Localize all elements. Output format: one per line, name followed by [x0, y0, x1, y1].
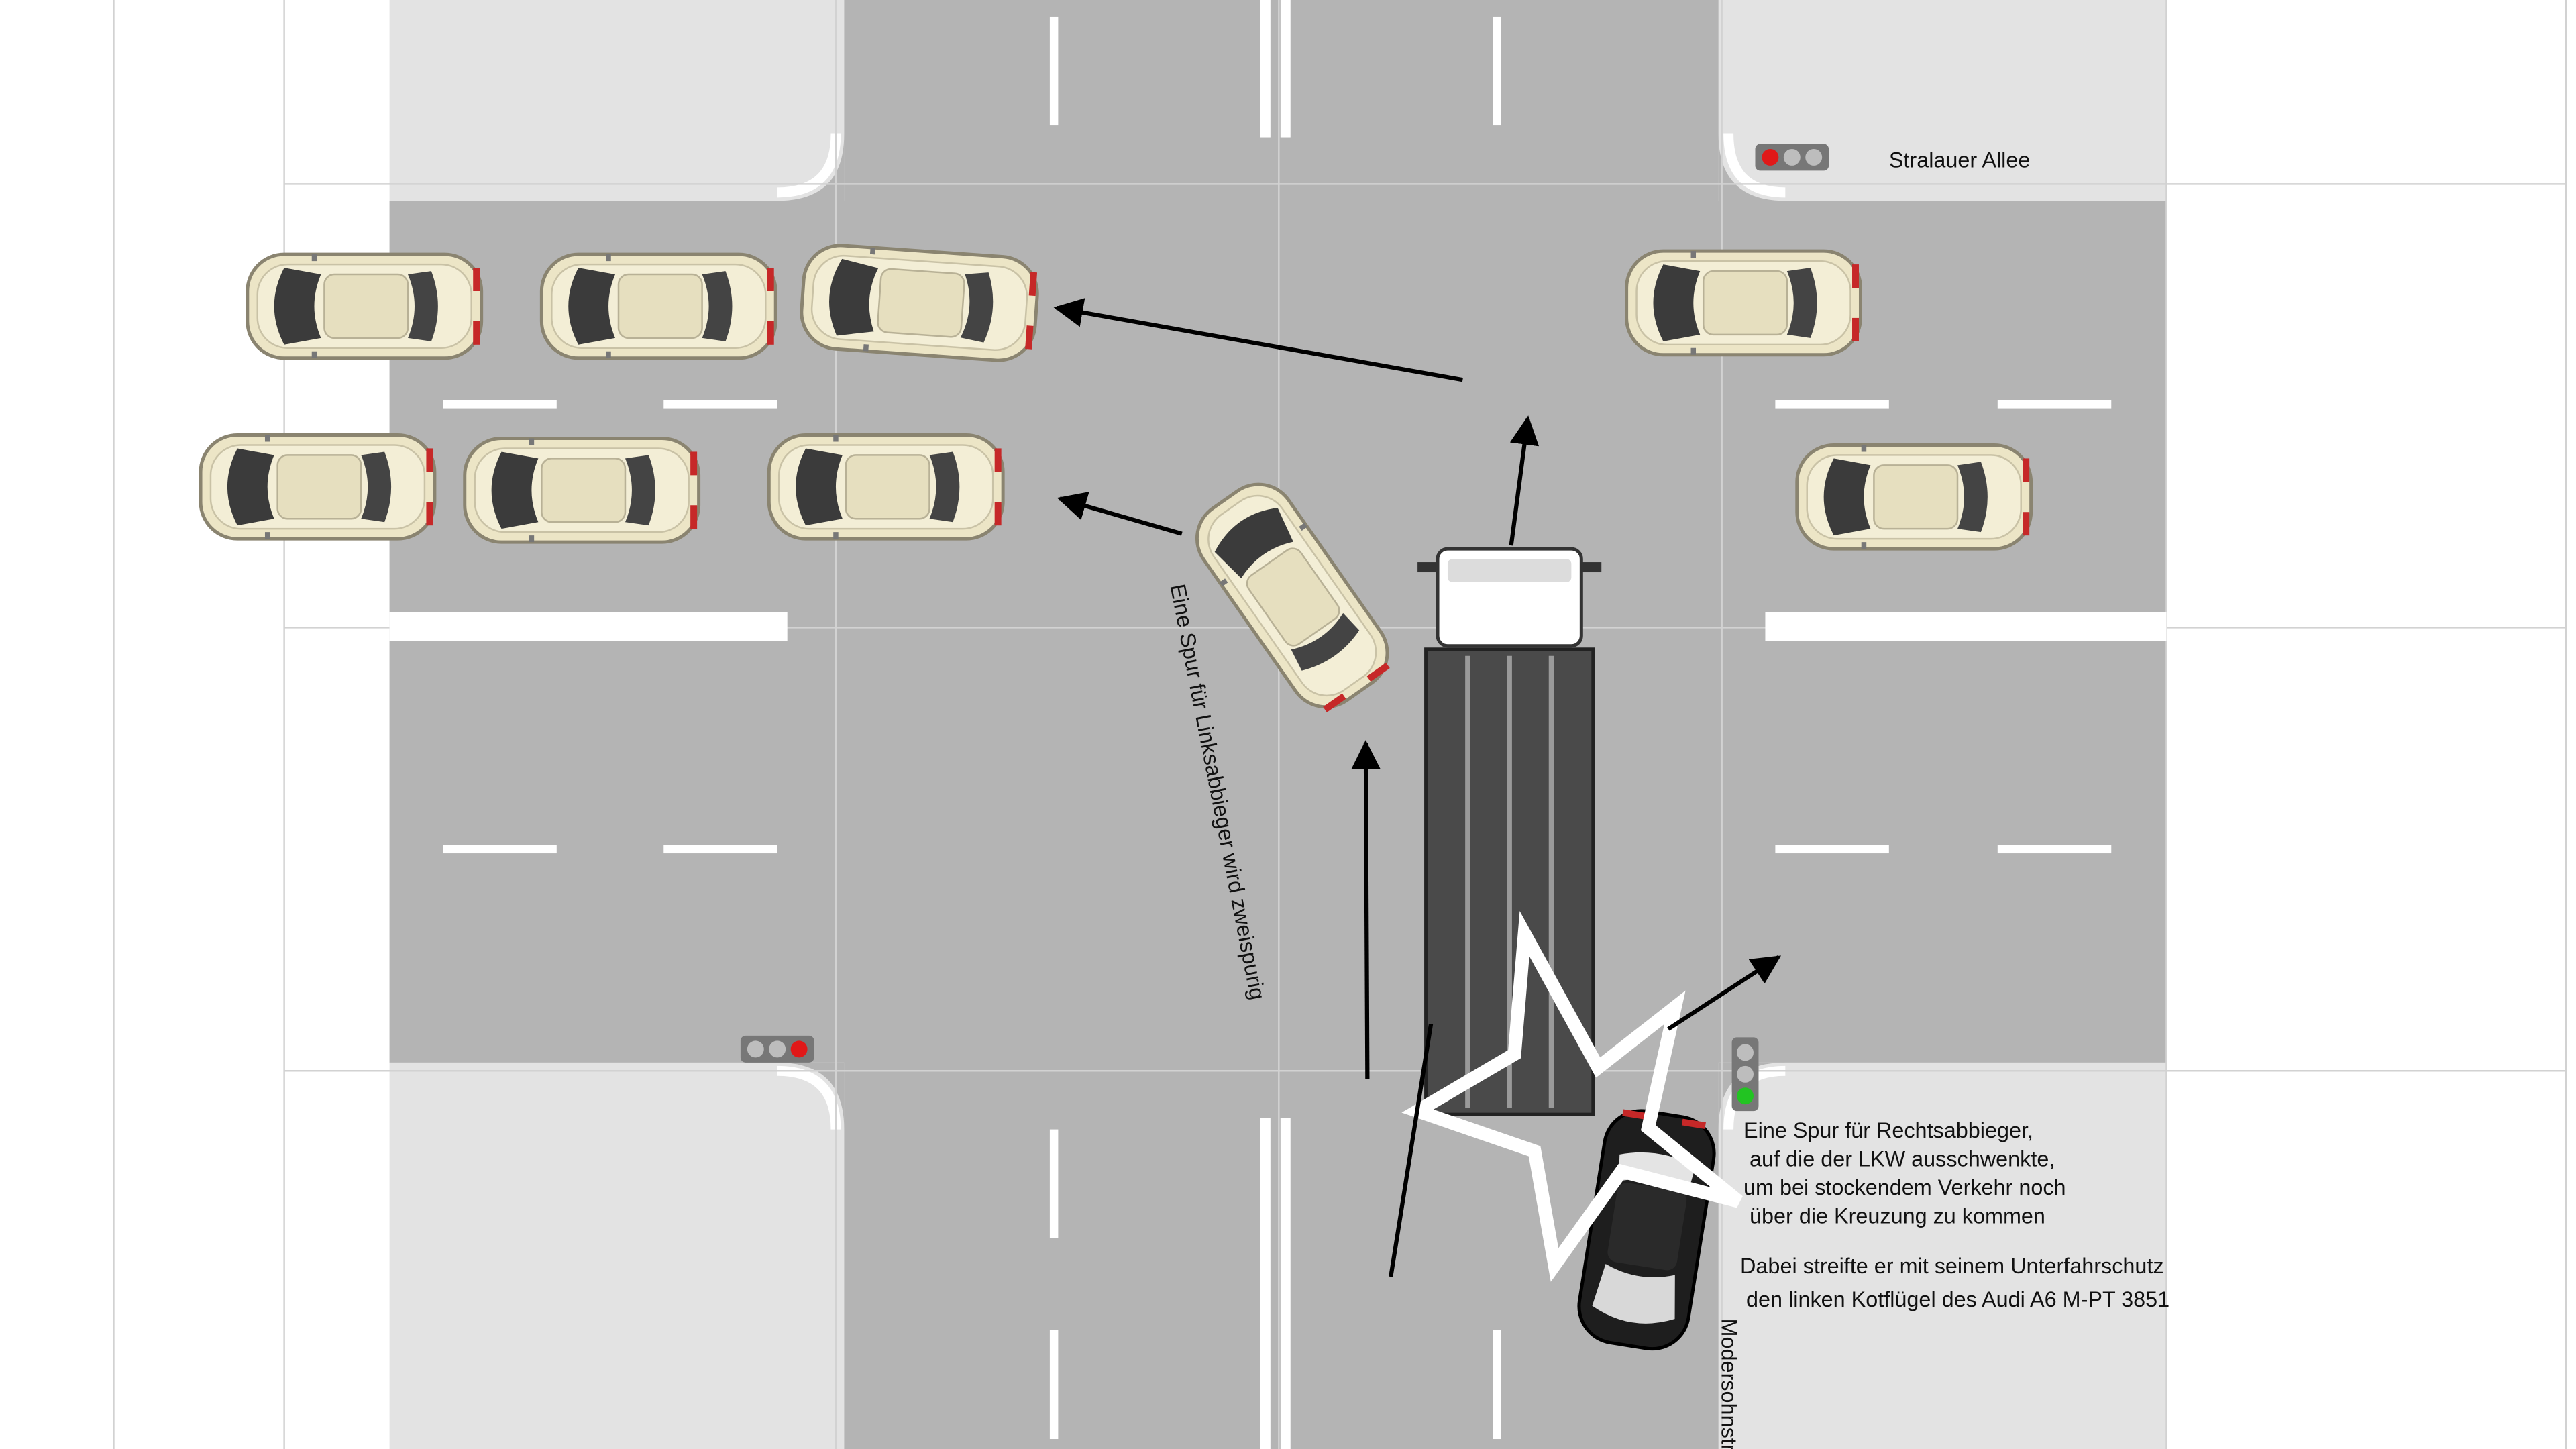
- car: [201, 435, 435, 539]
- collision-note: Dabei streifte er mit seinem Unterfahrsc…: [1740, 1254, 2169, 1311]
- car: [248, 254, 482, 358]
- car: [769, 435, 1003, 539]
- note-line: Eine Spur für Rechtsabbieger,: [1743, 1118, 2033, 1142]
- traffic-light-top-right: [1755, 144, 1829, 171]
- lane-markings: [389, 0, 2167, 1449]
- note-line: den linken Kotflügel des Audi A6 M-PT 38…: [1740, 1287, 2169, 1311]
- note-line: um bei stockendem Verkehr noch: [1743, 1175, 2066, 1199]
- note-line: Dabei streifte er mit seinem Unterfahrsc…: [1740, 1254, 2164, 1278]
- car: [1627, 251, 1861, 355]
- collision-star: [1401, 910, 1743, 1282]
- car: [1797, 445, 2031, 549]
- note-line: auf die der LKW ausschwenkte,: [1743, 1146, 2055, 1171]
- car: [541, 254, 775, 358]
- right-turn-note: Eine Spur für Rechtsabbieger, auf die de…: [1743, 1118, 2066, 1228]
- car: [465, 438, 699, 542]
- car: [799, 243, 1040, 363]
- note-line: über die Kreuzung zu kommen: [1743, 1203, 2045, 1228]
- grid-lines: [113, 0, 2567, 1449]
- side-street-label: Modersohnstraße: [1717, 1318, 1741, 1449]
- movement-arrows: [1053, 298, 1782, 1277]
- traffic-light-right-turn: [1731, 1037, 1759, 1112]
- traffic-light-bottom-left: [740, 1035, 814, 1063]
- street-label: Stralauer Allee: [1889, 148, 2031, 172]
